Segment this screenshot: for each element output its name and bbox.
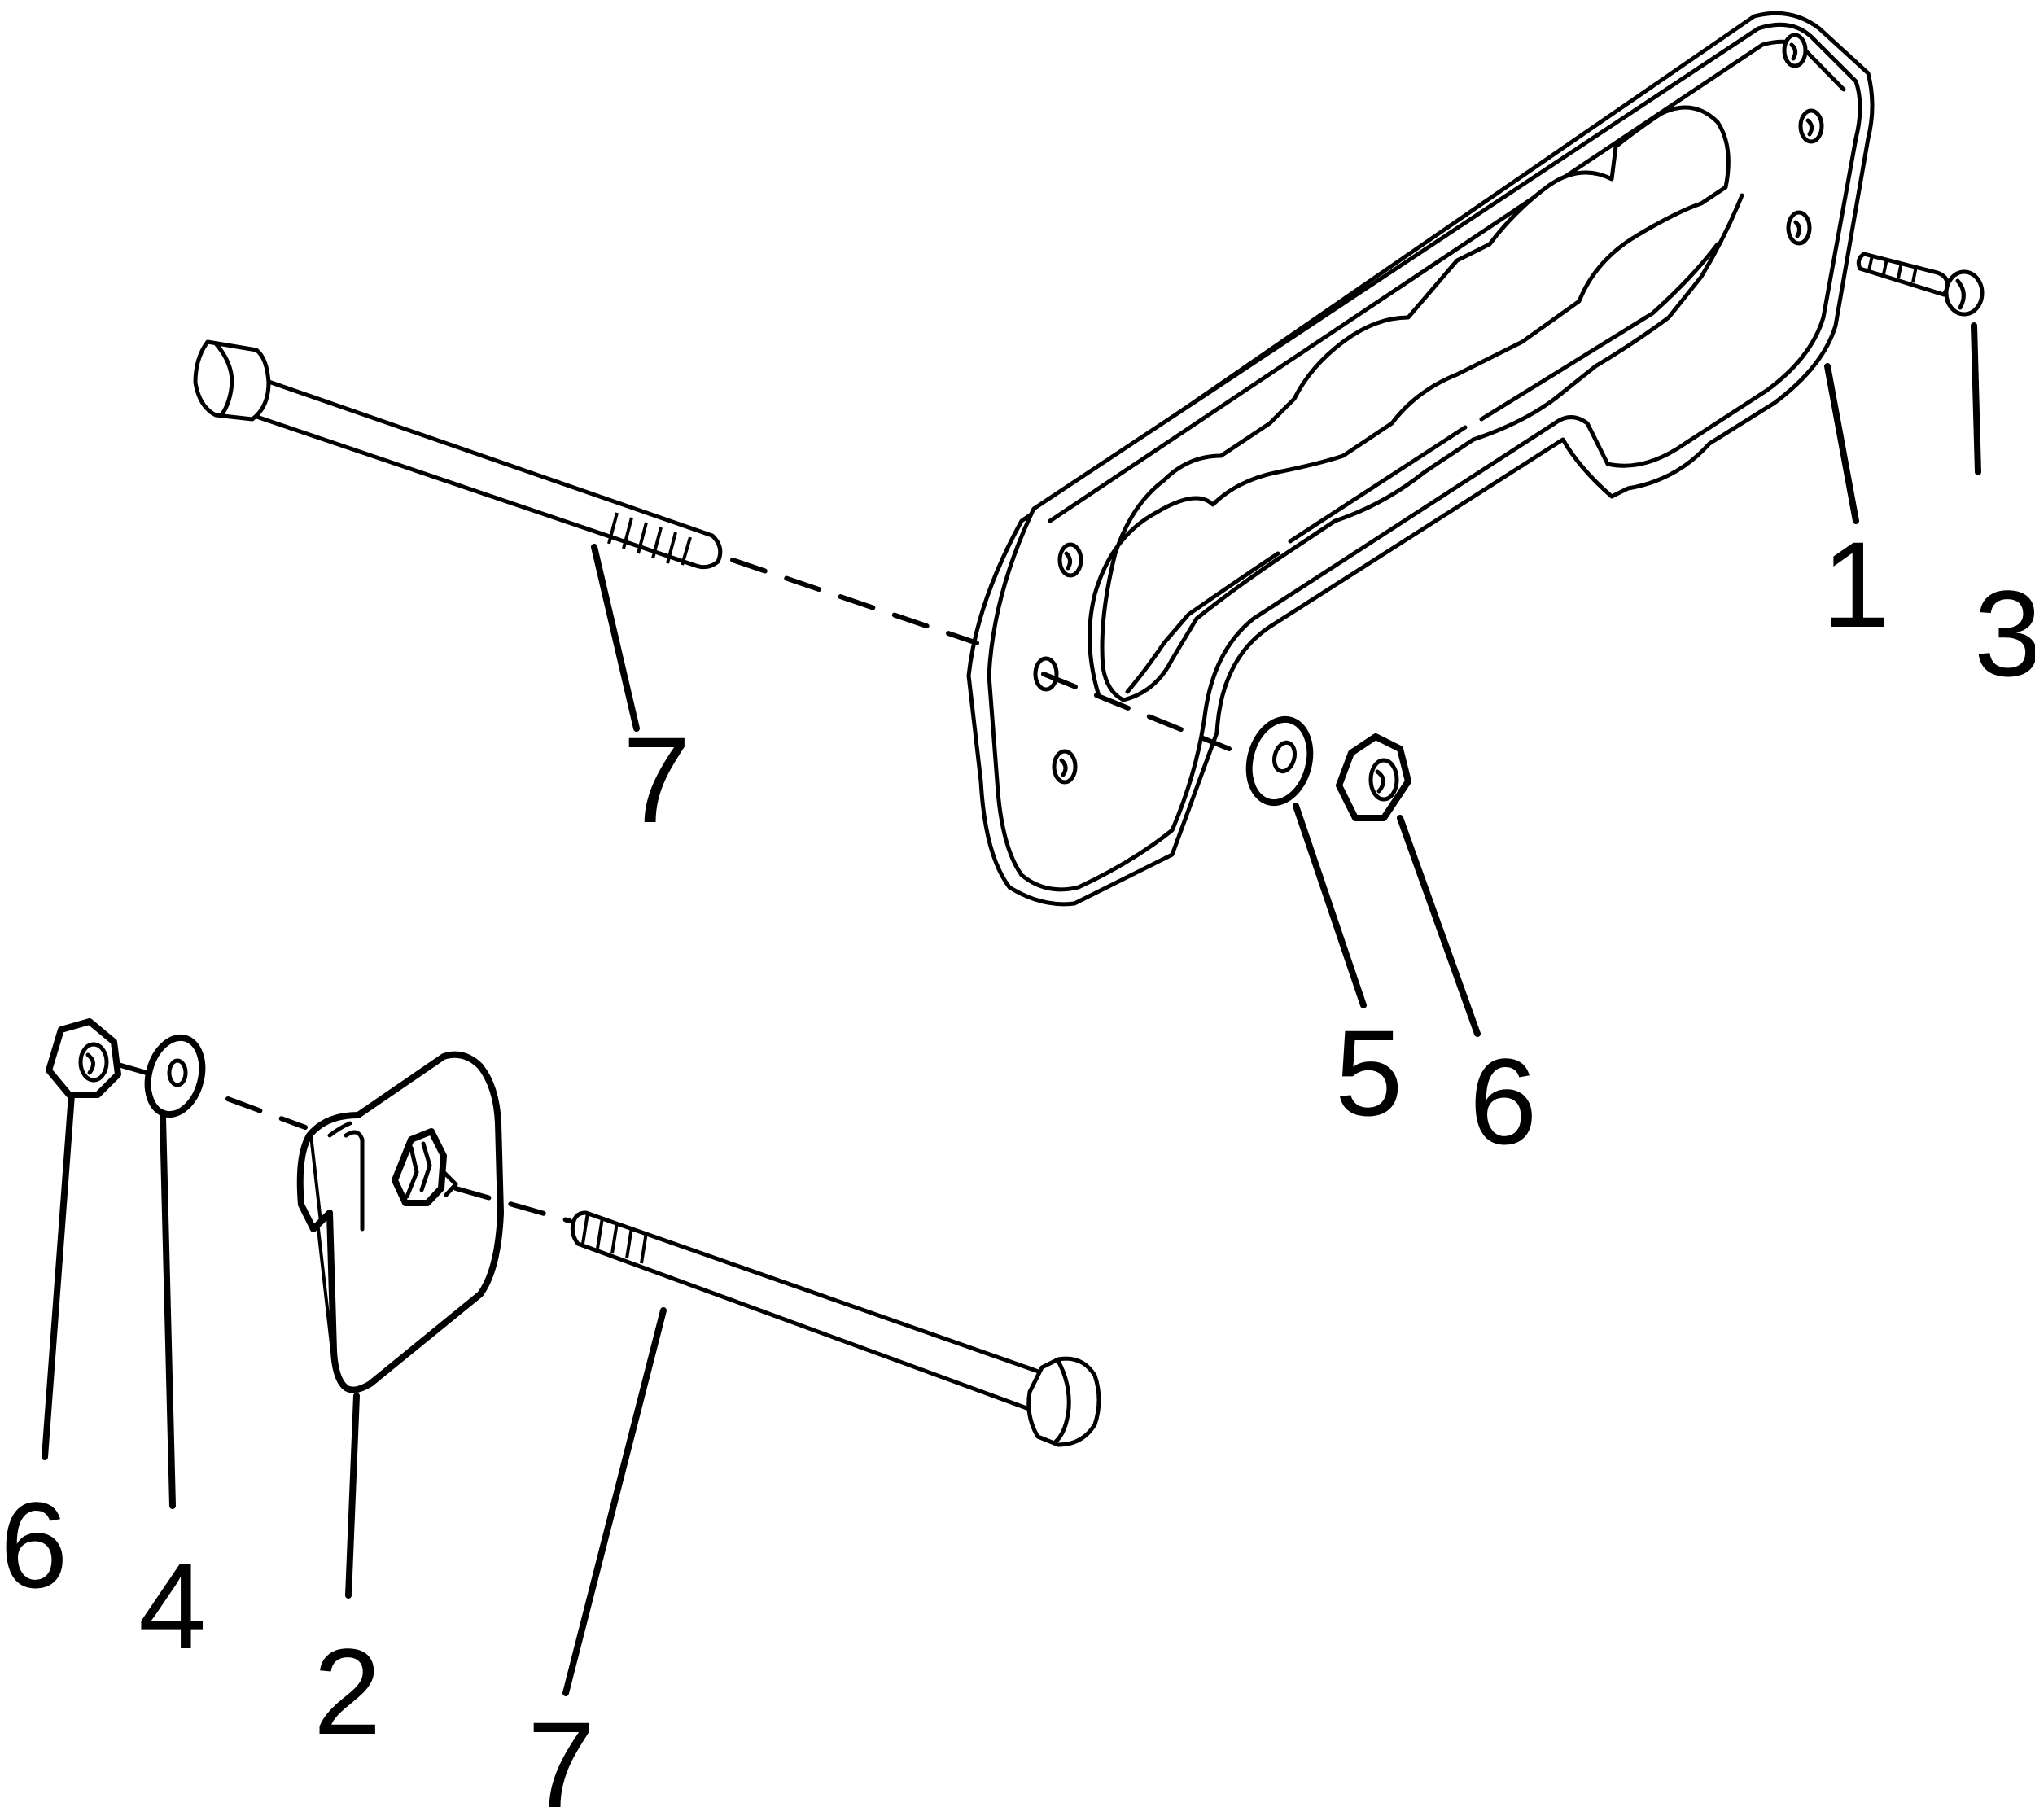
callout-part-6-lower: 6 — [0, 1477, 68, 1613]
bracket-plate — [966, 11, 1875, 907]
callout-part-4: 4 — [138, 1538, 206, 1674]
callout-part-7-lower: 7 — [527, 1696, 595, 1820]
callout-part-7-upper: 7 — [623, 711, 690, 848]
callout-part-1: 1 — [1822, 516, 1889, 653]
bolt-upper-threads — [607, 512, 692, 566]
small-plate — [296, 1051, 504, 1393]
screw — [1856, 252, 1985, 317]
nut-lower — [46, 1018, 121, 1098]
bolt-lower — [570, 1210, 1101, 1447]
washer-lower — [144, 1034, 206, 1118]
callout-part-6-upper: 6 — [1469, 1033, 1537, 1170]
nut-upper — [1336, 733, 1411, 821]
bolt-upper — [193, 339, 723, 570]
bolt-lower-threads — [581, 1212, 648, 1264]
assembly-lines — [116, 558, 1232, 1223]
leader-lines — [42, 322, 1981, 1696]
callout-part-2: 2 — [313, 1623, 381, 1760]
callout-labels: 1 3 7 5 6 6 4 2 7 — [0, 516, 2035, 1820]
washer-upper — [1245, 715, 1314, 807]
callout-part-5: 5 — [1335, 1004, 1403, 1141]
callout-part-3: 3 — [1974, 565, 2035, 702]
